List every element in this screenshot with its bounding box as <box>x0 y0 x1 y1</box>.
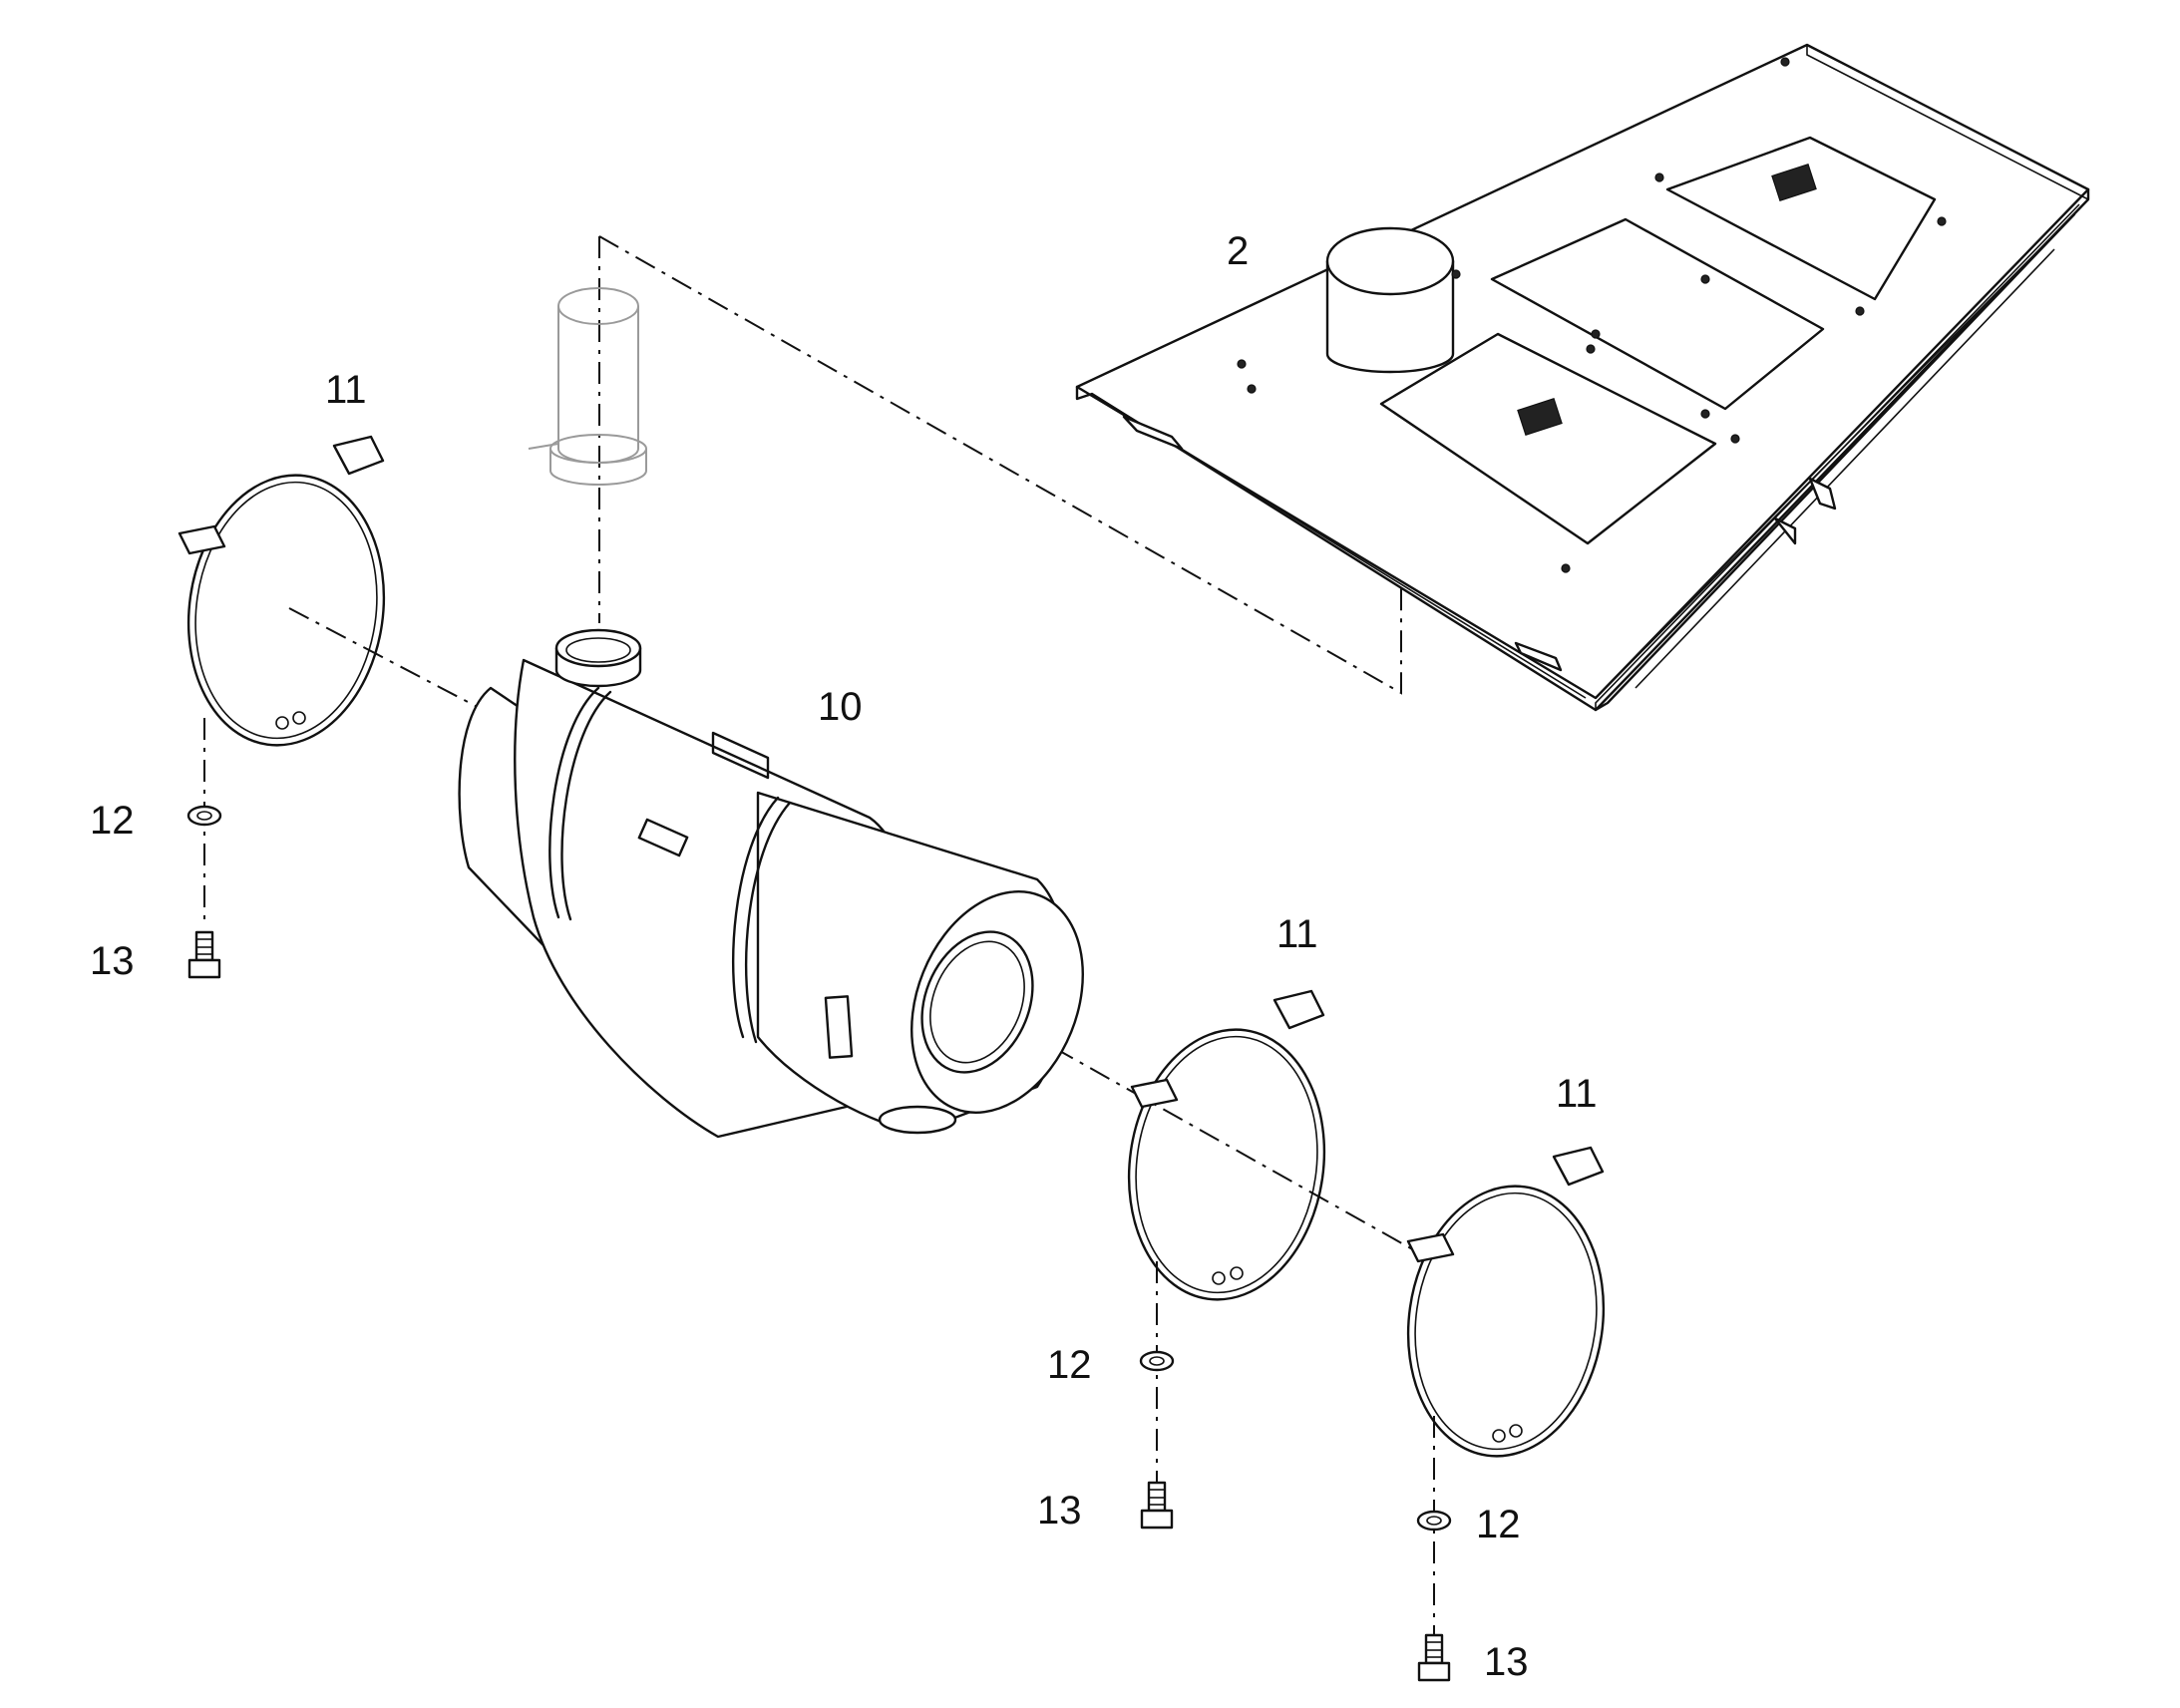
mounting-panel <box>1075 43 2090 712</box>
transition-pipe-ghost <box>528 287 647 486</box>
washer-middle <box>1139 1350 1175 1372</box>
panel-holes <box>1237 57 1947 573</box>
callout-panel: 2 <box>1227 229 1249 273</box>
clamp-right <box>1406 1146 1606 1458</box>
callout-washer-middle: 12 <box>1047 1343 1092 1387</box>
washer-right <box>1416 1510 1452 1532</box>
vent-grille-icon <box>1517 164 1817 436</box>
callout-bolt-right: 13 <box>1484 1640 1529 1684</box>
clamp-middle <box>1127 989 1326 1301</box>
callout-bolt-left: 13 <box>90 939 135 983</box>
intake-duct <box>1325 226 1455 374</box>
callout-clamp-middle: 11 <box>1276 912 1318 956</box>
callout-washer-left: 12 <box>90 799 135 843</box>
callout-air-cleaner: 10 <box>818 685 863 729</box>
air-cleaner-body <box>458 628 1084 1139</box>
callout-bolt-middle: 13 <box>1037 1489 1082 1533</box>
bolt-right <box>1417 1633 1451 1682</box>
callout-labels: 2 10 11 11 11 12 12 12 13 13 13 <box>90 229 1598 1684</box>
clamp-left <box>178 435 386 747</box>
callout-clamp-right: 11 <box>1556 1072 1598 1116</box>
callout-washer-right: 12 <box>1476 1503 1521 1546</box>
bolt-middle <box>1140 1481 1174 1530</box>
callout-clamp-left: 11 <box>325 368 367 412</box>
washer-left <box>186 805 222 827</box>
bolt-left <box>187 930 221 979</box>
